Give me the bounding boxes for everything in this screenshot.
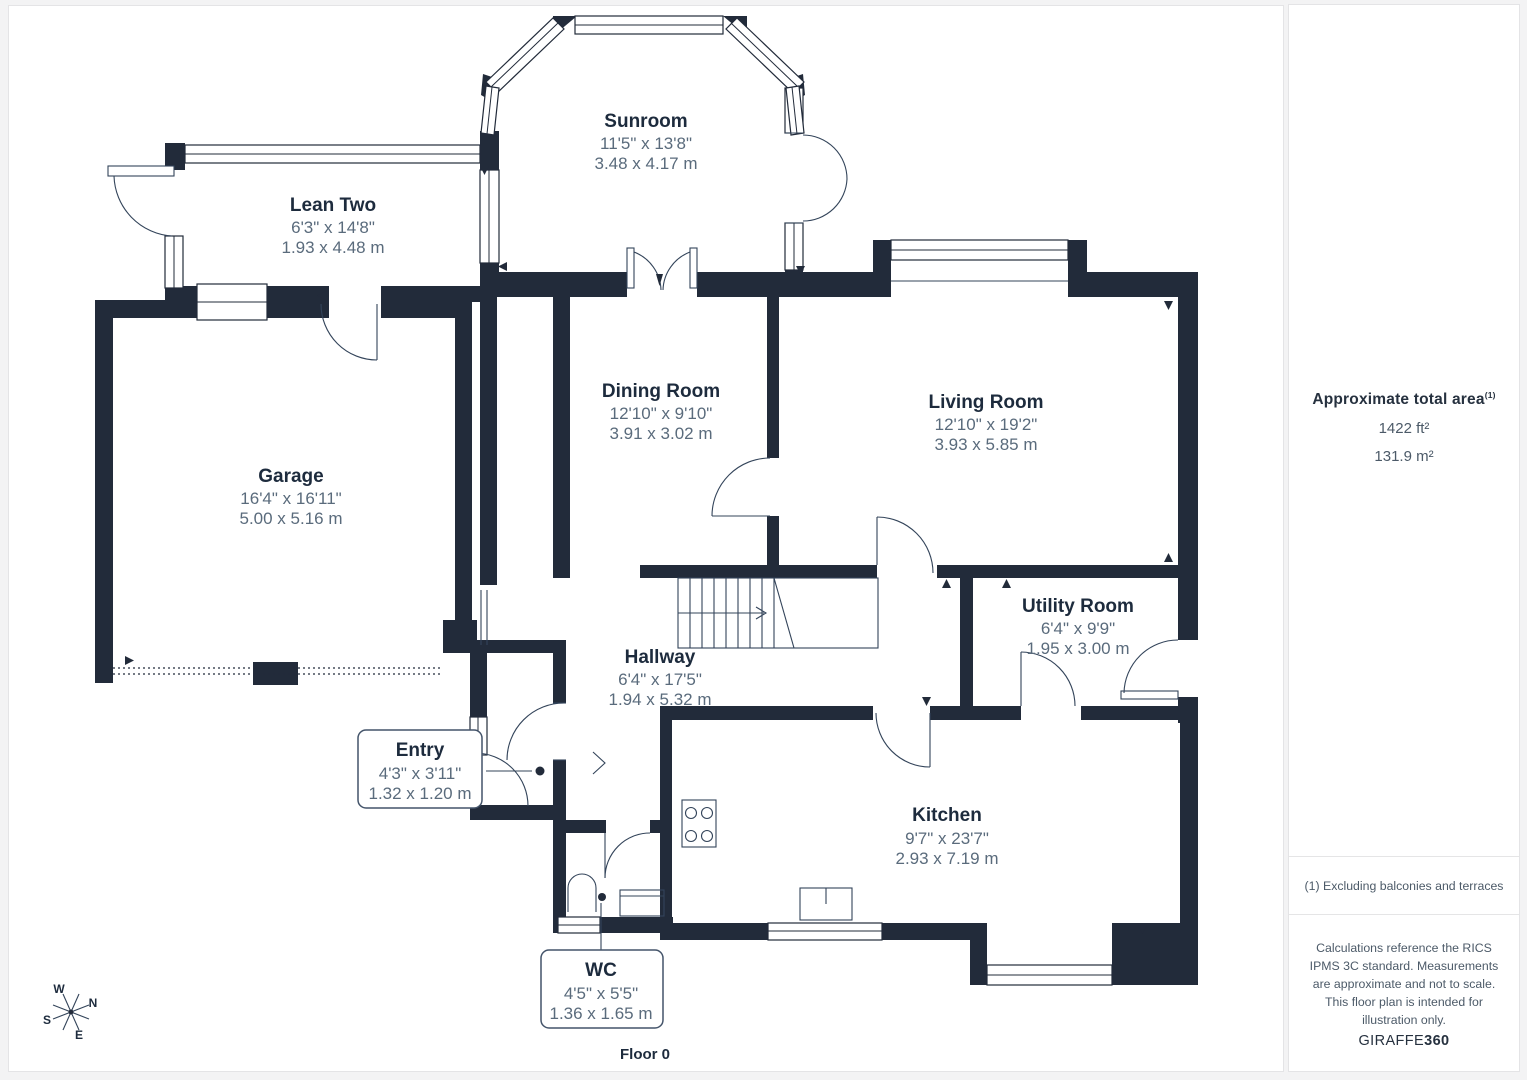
- room-name: Utility Room: [1022, 596, 1134, 617]
- window: [767, 922, 883, 941]
- door: [1020, 651, 1076, 707]
- compass-west-label: W: [53, 982, 65, 996]
- entry-callout-box: [357, 729, 483, 809]
- room-dim-imperial: 6'4" x 9'9": [1041, 619, 1115, 638]
- wc-callout-box: [540, 949, 664, 1029]
- camera-point[interactable]: [535, 766, 545, 776]
- total-area-title: Approximate total area(1): [1289, 390, 1519, 409]
- wall-arrows: [125, 166, 1173, 934]
- room-name: Living Room: [928, 392, 1043, 413]
- basin-icon: [619, 889, 665, 917]
- sidebar-divider-top: [1289, 856, 1519, 857]
- room-dim-metric: 3.48 x 4.17 m: [594, 154, 697, 173]
- brand-number: 360: [1424, 1033, 1450, 1049]
- room-dim-imperial: 6'4" x 17'5": [618, 670, 702, 689]
- door: [320, 303, 378, 361]
- door-jamb: [480, 590, 488, 645]
- door: [506, 702, 566, 761]
- room-name: Garage: [258, 466, 323, 487]
- room-label-hallway: Hallway 6'4" x 17'5" 1.94 x 5.32 m: [608, 647, 711, 709]
- area-footnote: (1) Excluding balconies and terraces: [1304, 879, 1504, 893]
- room-dim-metric: 5.00 x 5.16 m: [239, 509, 342, 528]
- compass-north-label: N: [89, 996, 98, 1010]
- windows: [164, 15, 1113, 986]
- sink-icon: [799, 887, 853, 921]
- room-dim-metric: 1.94 x 5.32 m: [608, 690, 711, 709]
- window: [196, 283, 268, 321]
- bay-window: [480, 15, 805, 136]
- window: [184, 144, 481, 164]
- room-label-sunroom: Sunroom 11'5" x 13'8" 3.48 x 4.17 m: [594, 111, 697, 173]
- total-area-title-text: Approximate total area: [1312, 391, 1485, 409]
- compass-center-dot: [68, 1009, 74, 1015]
- room-label-living-room: Living Room 12'10" x 19'2" 3.93 x 5.85 m: [928, 392, 1043, 454]
- room-dim-metric: 1.93 x 4.48 m: [281, 238, 384, 257]
- floorplan-panel: [8, 5, 1284, 1072]
- room-label-lean-two: Lean Two 6'3" x 14'8" 1.93 x 4.48 m: [281, 195, 384, 257]
- room-label-utility-room: Utility Room 6'4" x 9'9" 1.95 x 3.00 m: [1022, 596, 1134, 658]
- room-label-garage: Garage 16'4" x 16'11" 5.00 x 5.16 m: [239, 466, 342, 528]
- brand-name: GIRAFFE: [1358, 1033, 1425, 1049]
- compass-rose: W N S E: [43, 982, 97, 1042]
- total-area-metric: 131.9 m²: [1374, 448, 1434, 466]
- window: [890, 239, 1069, 261]
- plan-details: [107, 132, 1179, 950]
- floor-label: Floor 0: [620, 1046, 670, 1063]
- window: [479, 169, 500, 264]
- room-dim-imperial: 12'10" x 19'2": [935, 415, 1038, 434]
- compass-south-label: S: [43, 1013, 51, 1027]
- room-dim-metric: 1.36 x 1.65 m: [549, 1004, 652, 1023]
- room-dim-imperial: 16'4" x 16'11": [240, 489, 341, 508]
- double-door: [626, 247, 698, 291]
- chevron-right-icon: [592, 751, 606, 775]
- info-sidebar: Approximate total area(1) 1422 ft² 131.9…: [1288, 4, 1520, 1072]
- room-label-wc: WC 4'5" x 5'5" 1.36 x 1.65 m: [540, 949, 664, 1029]
- door: [711, 457, 771, 517]
- total-area-imperial: 1422 ft²: [1378, 420, 1430, 438]
- hob-icon: [681, 799, 717, 848]
- sidebar-divider-bottom: [1289, 914, 1519, 915]
- window: [164, 235, 184, 289]
- staircase: [677, 577, 879, 649]
- room-name: Lean Two: [290, 195, 376, 216]
- room-dim-metric: 2.93 x 7.19 m: [895, 849, 998, 868]
- door: [876, 516, 934, 574]
- toilet-icon: [567, 873, 597, 912]
- room-name: Entry: [396, 740, 445, 761]
- room-dim-imperial: 9'7" x 23'7": [905, 829, 989, 848]
- room-label-kitchen: Kitchen 9'7" x 23'7" 2.93 x 7.19 m: [895, 805, 998, 868]
- total-area-superscript: (1): [1484, 390, 1496, 400]
- door: [875, 712, 931, 768]
- window: [784, 222, 804, 271]
- door: [107, 165, 175, 237]
- french-doors: [785, 132, 848, 224]
- total-area-block: Approximate total area(1) 1422 ft² 131.9…: [1289, 390, 1519, 465]
- room-dim-imperial: 4'5" x 5'5": [564, 984, 638, 1003]
- room-name: Dining Room: [602, 381, 720, 402]
- room-dim-imperial: 4'3" x 3'11": [379, 764, 462, 783]
- room-label-entry: Entry 4'3" x 3'11" 1.32 x 1.20 m: [357, 729, 483, 809]
- room-label-dining-room: Dining Room 12'10" x 9'10" 3.91 x 3.02 m: [602, 381, 720, 443]
- room-dim-imperial: 6'3" x 14'8": [291, 218, 375, 237]
- room-dim-imperial: 12'10" x 9'10": [610, 404, 713, 423]
- door: [1120, 639, 1179, 700]
- room-dim-metric: 1.32 x 1.20 m: [368, 784, 471, 803]
- disclaimer-text: Calculations reference the RICS IPMS 3C …: [1309, 941, 1499, 1028]
- room-name: Kitchen: [912, 805, 982, 826]
- room-name: WC: [585, 960, 617, 981]
- room-dim-imperial: 11'5" x 13'8": [600, 134, 692, 153]
- room-name: Hallway: [625, 647, 696, 668]
- window: [986, 964, 1113, 986]
- room-dim-metric: 3.91 x 3.02 m: [609, 424, 712, 443]
- giraffe360-logo: GIRAFFE360: [1289, 1033, 1519, 1049]
- window: [557, 916, 601, 934]
- room-labels: Sunroom 11'5" x 13'8" 3.48 x 4.17 m Lean…: [239, 111, 1134, 1029]
- room-dim-metric: 1.95 x 3.00 m: [1026, 639, 1129, 658]
- camera-point[interactable]: [598, 893, 606, 901]
- room-dim-metric: 3.93 x 5.85 m: [934, 435, 1037, 454]
- door: [604, 832, 651, 879]
- room-name: Sunroom: [604, 111, 687, 132]
- compass-east-label: E: [75, 1028, 83, 1042]
